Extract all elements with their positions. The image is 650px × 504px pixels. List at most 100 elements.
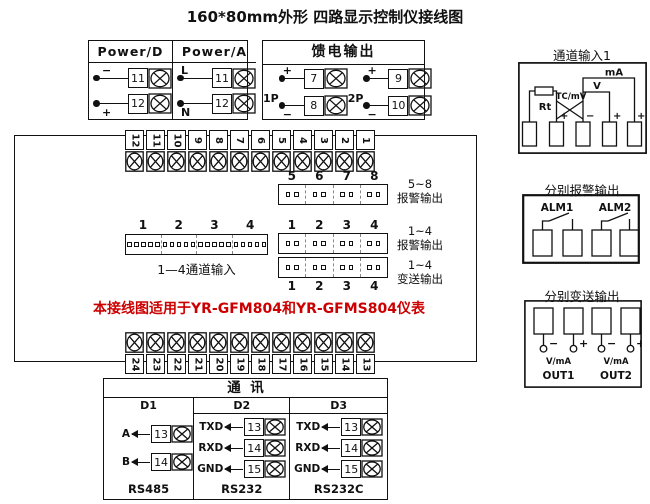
screw-terminal-icon xyxy=(188,151,207,172)
pin-group-number: 5 xyxy=(287,169,296,183)
plus-sign: + xyxy=(637,111,645,122)
pin xyxy=(348,265,354,270)
terminal-number: 1 xyxy=(356,130,375,150)
signal-label: RXD xyxy=(198,442,224,454)
alm2-label: ALM2 xyxy=(599,202,632,214)
pin xyxy=(340,241,345,246)
out1-label: OUT1 xyxy=(543,370,575,382)
pin-group-number: 4 xyxy=(245,218,255,232)
pin xyxy=(348,241,354,246)
wire-dot xyxy=(278,102,286,109)
screw-terminal-icon xyxy=(356,332,375,353)
pin xyxy=(134,242,139,247)
terminal: 16 xyxy=(293,332,312,374)
wire: − xyxy=(93,65,128,82)
channel-input-label: 1—4通道输入 xyxy=(157,262,236,277)
bottom-terminal-strip: 24 23 22 21 20 19 xyxy=(125,332,375,374)
comm-column-d1: D1 A 13 B 14 xyxy=(104,398,193,499)
v-label: V xyxy=(593,81,601,92)
comm-signal-row: RXD 14 xyxy=(290,439,387,457)
wire: L xyxy=(177,65,212,82)
alarm-1-4-label: 1~4 报警输出 xyxy=(388,224,452,252)
pin xyxy=(198,242,203,247)
feed-group-2p: 2P + 9 − 10 xyxy=(348,65,433,120)
label-text: 报警输出 xyxy=(397,238,443,252)
transmit-1-4-label: 1~4 变送输出 xyxy=(388,258,452,286)
pin xyxy=(285,265,291,270)
comm-column-d3: D3 TXD 13 RXD 14 xyxy=(289,398,387,499)
polarity-sign: − xyxy=(367,108,377,121)
rt-label: Rt xyxy=(539,102,552,113)
wire: + xyxy=(363,65,389,82)
label-text: 变送输出 xyxy=(397,272,443,286)
channel-input-1-title: 通道输入1 xyxy=(553,48,611,63)
pin-group-number: 3 xyxy=(342,279,351,293)
screw-terminal-icon xyxy=(264,460,286,478)
pin xyxy=(321,265,326,270)
signal-label: GND xyxy=(197,463,224,475)
minus-sign: − xyxy=(549,337,558,350)
terminal-number: 3 xyxy=(314,130,333,150)
screw-terminal-icon xyxy=(125,332,144,353)
terminal: 13 xyxy=(356,332,375,374)
terminal-number: 2 xyxy=(335,130,354,150)
pin xyxy=(340,265,345,270)
signal-label: B xyxy=(122,456,131,468)
top-terminal-strip: 12 11 10 9 8 7 xyxy=(125,130,375,172)
wire: N xyxy=(177,100,212,118)
terminal: 12 xyxy=(125,130,144,172)
terminal-number: 14 xyxy=(335,354,354,374)
line-sign: L xyxy=(181,63,189,77)
pin xyxy=(226,242,231,247)
screw-terminal-icon xyxy=(356,151,375,172)
pin xyxy=(312,265,318,270)
terminal: 19 xyxy=(230,332,249,374)
screw-terminal-icon xyxy=(361,439,383,457)
terminal: 21 xyxy=(188,332,207,374)
pin-group xyxy=(332,185,360,204)
alarm-5-8-label: 5~8 报警输出 xyxy=(388,177,452,205)
tc-mv-label: TC/mV xyxy=(556,92,587,102)
screw-terminal-icon xyxy=(314,332,333,353)
terminal-number: 8 xyxy=(303,95,324,116)
screw-terminal-icon xyxy=(335,151,354,172)
screw-terminal-icon xyxy=(232,93,256,114)
terminal-number: 11 xyxy=(212,68,232,89)
pin xyxy=(375,241,381,246)
relay-switch-symbol xyxy=(600,212,631,230)
terminal: 1 xyxy=(356,130,375,172)
screw-terminal-icon xyxy=(146,332,165,353)
screw-terminal-icon xyxy=(272,151,291,172)
terminal-number: 13 xyxy=(356,354,375,374)
pin xyxy=(312,192,318,197)
pin xyxy=(190,242,195,247)
comm-signal-row: B 14 xyxy=(104,453,193,471)
wire: − xyxy=(278,102,304,120)
line-sign: N xyxy=(181,106,191,120)
pin xyxy=(367,241,372,246)
terminal-number: 16 xyxy=(293,354,312,374)
terminal-number: 4 xyxy=(293,130,312,150)
pin-group-number: 4 xyxy=(370,279,379,293)
arrow-left-icon xyxy=(321,423,341,431)
page-title: 160*80mm外形 四路显示控制仪接线图 xyxy=(186,8,464,26)
screw-terminal-icon xyxy=(209,332,228,353)
terminal-number: 13 xyxy=(151,425,172,443)
pin xyxy=(212,242,217,247)
wire: + xyxy=(278,65,304,82)
terminal-number: 17 xyxy=(272,354,291,374)
terminal: 10 xyxy=(167,130,186,172)
comm-signal-row: TXD 13 xyxy=(290,418,387,436)
terminal-row-feed-7: + 7 xyxy=(278,65,348,89)
vma-label: V/mA xyxy=(603,357,629,367)
screw-terminal-icon xyxy=(209,151,228,172)
pin-group xyxy=(332,234,360,253)
pin-group xyxy=(359,185,387,204)
screw-terminal-icon xyxy=(335,332,354,353)
pin-group xyxy=(305,234,332,253)
screw-terminal-icon xyxy=(408,95,433,116)
